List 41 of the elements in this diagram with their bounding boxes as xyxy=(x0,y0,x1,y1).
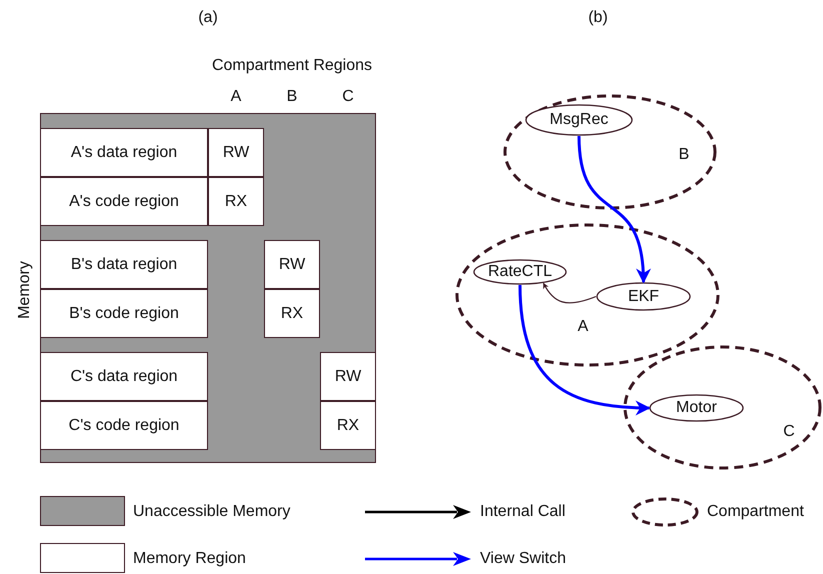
column-label: B xyxy=(286,89,298,105)
permission-cell: RX xyxy=(320,401,376,450)
compartment-label: B xyxy=(678,147,690,163)
process-label: Motor xyxy=(676,400,717,416)
panel-label: (b) xyxy=(588,10,608,26)
permission-cell: RW xyxy=(208,128,264,177)
compartment-ellipse xyxy=(455,223,720,367)
permission-cell: RW xyxy=(320,352,376,401)
process-ellipse xyxy=(595,281,692,312)
permission-cell: RX xyxy=(208,177,264,226)
permission-cell: RW xyxy=(264,240,320,289)
memory-region-cell: C's data region xyxy=(40,352,208,401)
arrow xyxy=(578,136,650,284)
legend-label: Unaccessible Memory xyxy=(133,504,290,520)
compartment-ellipse xyxy=(503,94,717,210)
process-ellipse xyxy=(648,393,745,423)
arrow xyxy=(542,282,596,304)
process-ellipse xyxy=(472,258,568,286)
process-label: RateCTL xyxy=(488,264,552,280)
compartment-label: A xyxy=(578,319,588,335)
memory-region-cell: C's code region xyxy=(40,401,208,450)
legend-label: Internal Call xyxy=(480,504,566,520)
memory-region-cell: A's code region xyxy=(40,177,208,226)
memory-region-cell: B's data region xyxy=(40,240,208,289)
legend-label: View Switch xyxy=(480,551,566,567)
process-label: MsgRec xyxy=(550,112,608,128)
compartment-label: C xyxy=(783,424,795,440)
column-label: C xyxy=(342,89,354,105)
axis-title: Memory xyxy=(17,261,33,319)
process-label: EKF xyxy=(628,288,660,304)
memory-region-cell: B's code region xyxy=(40,289,208,338)
legend-label: Memory Region xyxy=(133,551,246,567)
arrow xyxy=(518,284,650,416)
axis-title: Compartment Regions xyxy=(212,58,372,74)
permission-cell: RX xyxy=(264,289,320,338)
legend-label: Compartment xyxy=(707,504,804,520)
panel-label: (a) xyxy=(198,10,218,26)
process-ellipse xyxy=(524,103,634,137)
column-label: A xyxy=(230,89,242,105)
compartment-ellipse xyxy=(623,345,822,470)
memory-region-cell: A's data region xyxy=(40,128,208,177)
